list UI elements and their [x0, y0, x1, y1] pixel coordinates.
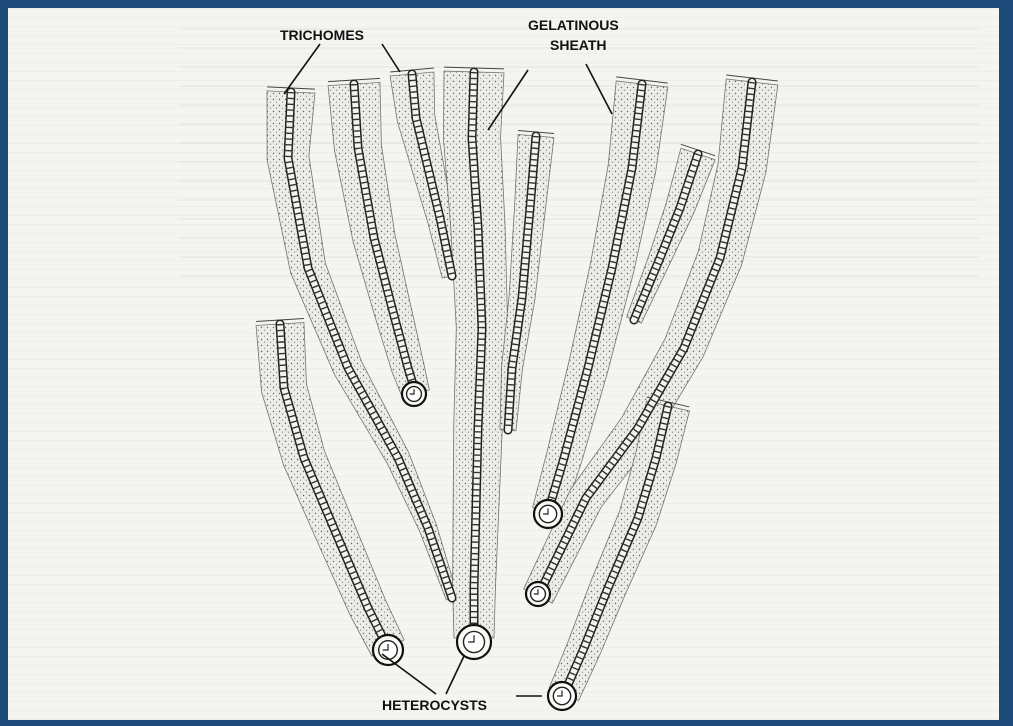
sheath-label: SHEATH — [550, 37, 607, 53]
gelatinous-label: GELATINOUS — [528, 17, 619, 33]
heterocysts-leader-1 — [382, 654, 436, 694]
heterocysts-label: HETEROCYSTS — [382, 697, 487, 713]
ghost-line — [178, 85, 978, 87]
sheath-leader-right — [586, 64, 612, 114]
heterocysts-leader-2 — [446, 656, 464, 694]
ghost-line — [178, 66, 978, 68]
rivularia-colony-diagram: TRICHOMES GELATINOUS SHEATH HETEROCYSTS — [8, 8, 999, 720]
gelatinous-sheath — [256, 323, 404, 657]
trichomes-label: TRICHOMES — [280, 27, 364, 43]
figure-panel: TRICHOMES GELATINOUS SHEATH HETEROCYSTS — [8, 8, 999, 720]
